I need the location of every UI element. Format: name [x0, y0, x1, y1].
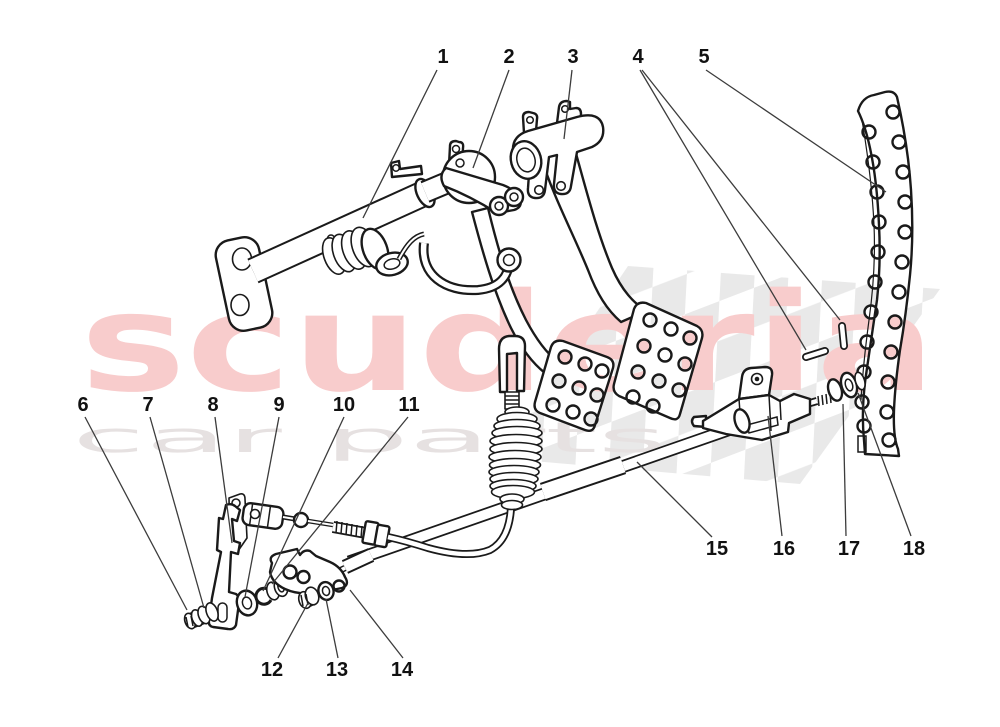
linkage-parts-group [183, 503, 349, 631]
part-cam-plate [268, 547, 349, 595]
part-pins [802, 322, 848, 361]
callout-5: 5 [698, 46, 709, 68]
callout-6: 6 [77, 394, 88, 416]
callout-13: 13 [326, 659, 348, 681]
part-throttle-cable-end [228, 493, 391, 554]
callout-9: 9 [273, 394, 284, 416]
clutch-pedal-pad [533, 339, 615, 433]
part-rubber-bellows [488, 406, 543, 511]
leader-lines [84, 69, 912, 659]
callout-10: 10 [333, 394, 355, 416]
pedal-bottom-slot [857, 435, 867, 453]
callout-12: 12 [261, 659, 283, 681]
spring-anchor-hook [418, 242, 522, 296]
callout-numbers: 1 2 3 4 5 6 7 8 9 10 11 12 13 14 15 16 1… [77, 46, 925, 681]
shaft-l-bracket [389, 159, 424, 179]
part-rod-bracket [690, 365, 812, 442]
part-cam-bolt [297, 586, 320, 610]
part-circlip [254, 586, 273, 606]
callout-18: 18 [903, 538, 925, 560]
threaded-adjuster [335, 520, 363, 539]
pedal-fold-line [860, 119, 876, 401]
checkered-flag-watermark [498, 266, 940, 484]
callout-8: 8 [207, 394, 218, 416]
callout-7: 7 [142, 394, 153, 416]
clutch-cable-assembly [387, 334, 543, 559]
part-cam-washer [317, 580, 335, 602]
callout-17: 17 [838, 538, 860, 560]
callout-4: 4 [632, 46, 644, 68]
part-pedal-mount-clamp [509, 99, 605, 200]
part-rod-bushing [826, 371, 866, 402]
part-pivot-bushing [205, 602, 219, 622]
callout-1: 1 [437, 46, 448, 68]
callout-3: 3 [567, 46, 578, 68]
part-accelerator-pedal [802, 90, 914, 458]
callout-2: 2 [503, 46, 514, 68]
part-return-spring [321, 226, 425, 277]
adjuster-locknut [373, 523, 391, 549]
part-pivot-bolt [183, 602, 219, 630]
callout-11: 11 [398, 394, 419, 416]
brake-pedal-pad [612, 301, 704, 421]
part-clevis-fork [497, 334, 527, 394]
callout-16: 16 [773, 538, 795, 560]
pedal-shaft-assembly [214, 99, 704, 433]
callout-14: 14 [391, 659, 414, 681]
callout-15: 15 [706, 538, 728, 560]
